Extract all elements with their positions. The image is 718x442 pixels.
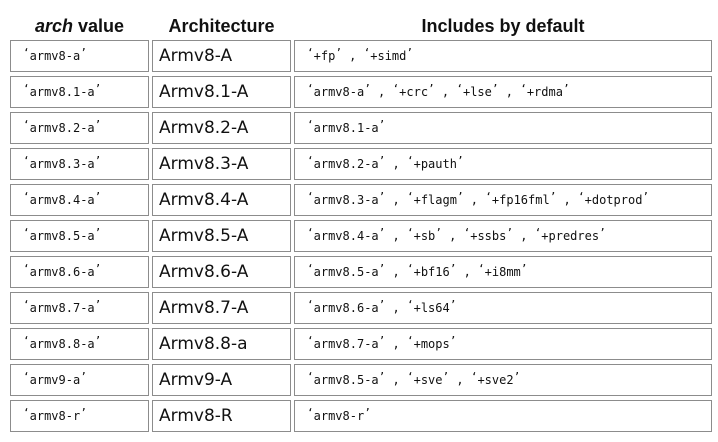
architecture-cell: Armv8.2-A [152,112,291,144]
includes-code: ‘+fp’ [307,46,342,63]
includes-separator: , [441,229,464,243]
includes-code: ‘+mops’ [406,334,457,351]
includes-separator: , [385,337,407,351]
includes-code: ‘+lse’ [456,82,499,99]
includes-cell: ‘armv8.5-a’ , ‘+sve’ , ‘+sve2’ [294,364,712,396]
includes-cell: ‘armv8.2-a’ , ‘+pauth’ [294,148,712,180]
includes-separator: , [385,229,407,243]
includes-separator: , [456,265,479,279]
includes-separator: , [385,301,407,315]
includes-separator: , [463,193,486,207]
header-architecture: Architecture [168,16,275,36]
arch-value-cell: ‘armv9-a’ [10,364,149,396]
arch-value-cell: ‘armv8-r’ [10,400,149,432]
includes-code: ‘+simd’ [363,46,413,63]
includes-code: ‘+ls64’ [406,298,457,315]
includes-separator: , [449,373,471,387]
includes-separator: , [385,193,407,207]
includes-cell: ‘armv8.1-a’ [294,112,712,144]
includes-separator: , [556,193,578,207]
includes-cell: ‘armv8.3-a’ , ‘+flagm’ , ‘+fp16fml’ , ‘+… [294,184,712,216]
includes-separator: , [385,265,407,279]
arch-value-cell: ‘armv8.2-a’ [10,112,149,144]
includes-code: ‘+sb’ [406,226,442,243]
includes-code: ‘+i8mm’ [478,262,528,279]
includes-code: ‘+pauth’ [406,154,464,171]
includes-separator: , [434,85,457,99]
architecture-cell: Armv9-A [152,364,291,396]
includes-code: ‘armv8.5-a’ [307,262,386,279]
arch-value-code: ‘armv8.7-a’ [23,298,102,315]
includes-code: ‘+dotprod’ [578,190,650,207]
includes-code: ‘armv8.7-a’ [307,334,386,351]
includes-cell: ‘+fp’ , ‘+simd’ [294,40,712,72]
arch-value-code: ‘armv8.5-a’ [23,226,102,243]
includes-cell: ‘armv8-a’ , ‘+crc’ , ‘+lse’ , ‘+rdma’ [294,76,712,108]
architecture-cell: Armv8.5-A [152,220,291,252]
arch-value-cell: ‘armv8.1-a’ [10,76,149,108]
arch-value-code: ‘armv9-a’ [23,370,87,387]
includes-separator: , [498,85,521,99]
includes-code: ‘+rdma’ [520,82,570,99]
arch-value-code: ‘armv8.8-a’ [23,334,102,351]
includes-code: ‘armv8.2-a’ [307,154,386,171]
includes-separator: , [385,373,407,387]
includes-code: ‘+crc’ [392,82,435,99]
includes-cell: ‘armv8-r’ [294,400,712,432]
arch-value-cell: ‘armv8.3-a’ [10,148,149,180]
includes-cell: ‘armv8.7-a’ , ‘+mops’ [294,328,712,360]
includes-code: ‘+flagm’ [406,190,464,207]
includes-code: ‘+ssbs’ [463,226,513,243]
arch-value-code: ‘armv8.3-a’ [23,154,102,171]
includes-code: ‘+sve’ [406,370,450,387]
arch-value-cell: ‘armv8.4-a’ [10,184,149,216]
architecture-cell: Armv8.3-A [152,148,291,180]
includes-cell: ‘armv8.5-a’ , ‘+bf16’ , ‘+i8mm’ [294,256,712,288]
includes-separator: , [370,85,393,99]
arch-value-cell: ‘armv8.6-a’ [10,256,149,288]
includes-code: ‘+bf16’ [406,262,457,279]
includes-separator: , [385,157,407,171]
architecture-cell: Armv8-R [152,400,291,432]
includes-code: ‘armv8.3-a’ [307,190,386,207]
arch-value-cell: ‘armv8-a’ [10,40,149,72]
includes-code: ‘armv8.1-a’ [307,118,386,135]
header-includes: Includes by default [421,16,585,36]
arch-value-code: ‘armv8-a’ [23,46,87,63]
architecture-cell: Armv8.7-A [152,292,291,324]
arch-value-code: ‘armv8.6-a’ [23,262,102,279]
arch-value-cell: ‘armv8.7-a’ [10,292,149,324]
includes-cell: ‘armv8.6-a’ , ‘+ls64’ [294,292,712,324]
architecture-cell: Armv8.8-a [152,328,291,360]
header-arch-value: arch value [10,14,149,38]
includes-code: ‘armv8-a’ [307,82,371,99]
includes-separator: , [512,229,535,243]
header-arch-word: arch [34,16,73,36]
includes-cell: ‘armv8.4-a’ , ‘+sb’ , ‘+ssbs’ , ‘+predre… [294,220,712,252]
architecture-cell: Armv8.6-A [152,256,291,288]
header-arch-rest: value [73,16,125,36]
includes-code: ‘armv8.6-a’ [307,298,386,315]
includes-code: ‘armv8.5-a’ [307,370,386,387]
includes-separator: , [341,49,364,63]
architecture-cell: Armv8.4-A [152,184,291,216]
includes-code: ‘+predres’ [534,226,606,243]
includes-code: ‘+sve2’ [470,370,521,387]
includes-code: ‘+fp16fml’ [485,190,557,207]
includes-code: ‘armv8-r’ [307,406,371,423]
includes-code: ‘armv8.4-a’ [307,226,386,243]
arch-value-cell: ‘armv8.5-a’ [10,220,149,252]
architecture-cell: Armv8-A [152,40,291,72]
arch-value-code: ‘armv8.2-a’ [23,118,102,135]
architecture-cell: Armv8.1-A [152,76,291,108]
arch-value-cell: ‘armv8.8-a’ [10,328,149,360]
arch-value-code: ‘armv8-r’ [23,406,87,423]
arch-value-code: ‘armv8.4-a’ [23,190,102,207]
arch-value-code: ‘armv8.1-a’ [23,82,102,99]
